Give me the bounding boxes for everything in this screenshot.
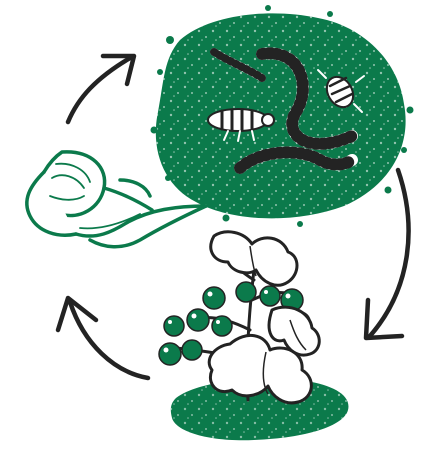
- tomato: [187, 309, 209, 331]
- tomato: [203, 287, 225, 309]
- decomposers-compost-icon: [151, 5, 414, 227]
- tomato: [212, 316, 232, 336]
- tomato: [164, 316, 184, 336]
- arrow-plant-to-peel: [58, 298, 148, 378]
- tomato: [236, 282, 256, 302]
- arrow-decomposers-to-plant: [366, 170, 409, 338]
- tomato: [159, 343, 181, 365]
- tomato: [182, 340, 202, 360]
- tomato-plant-icon: [159, 232, 348, 440]
- arrow-peel-to-decomposers: [68, 56, 134, 122]
- tomato: [260, 286, 280, 306]
